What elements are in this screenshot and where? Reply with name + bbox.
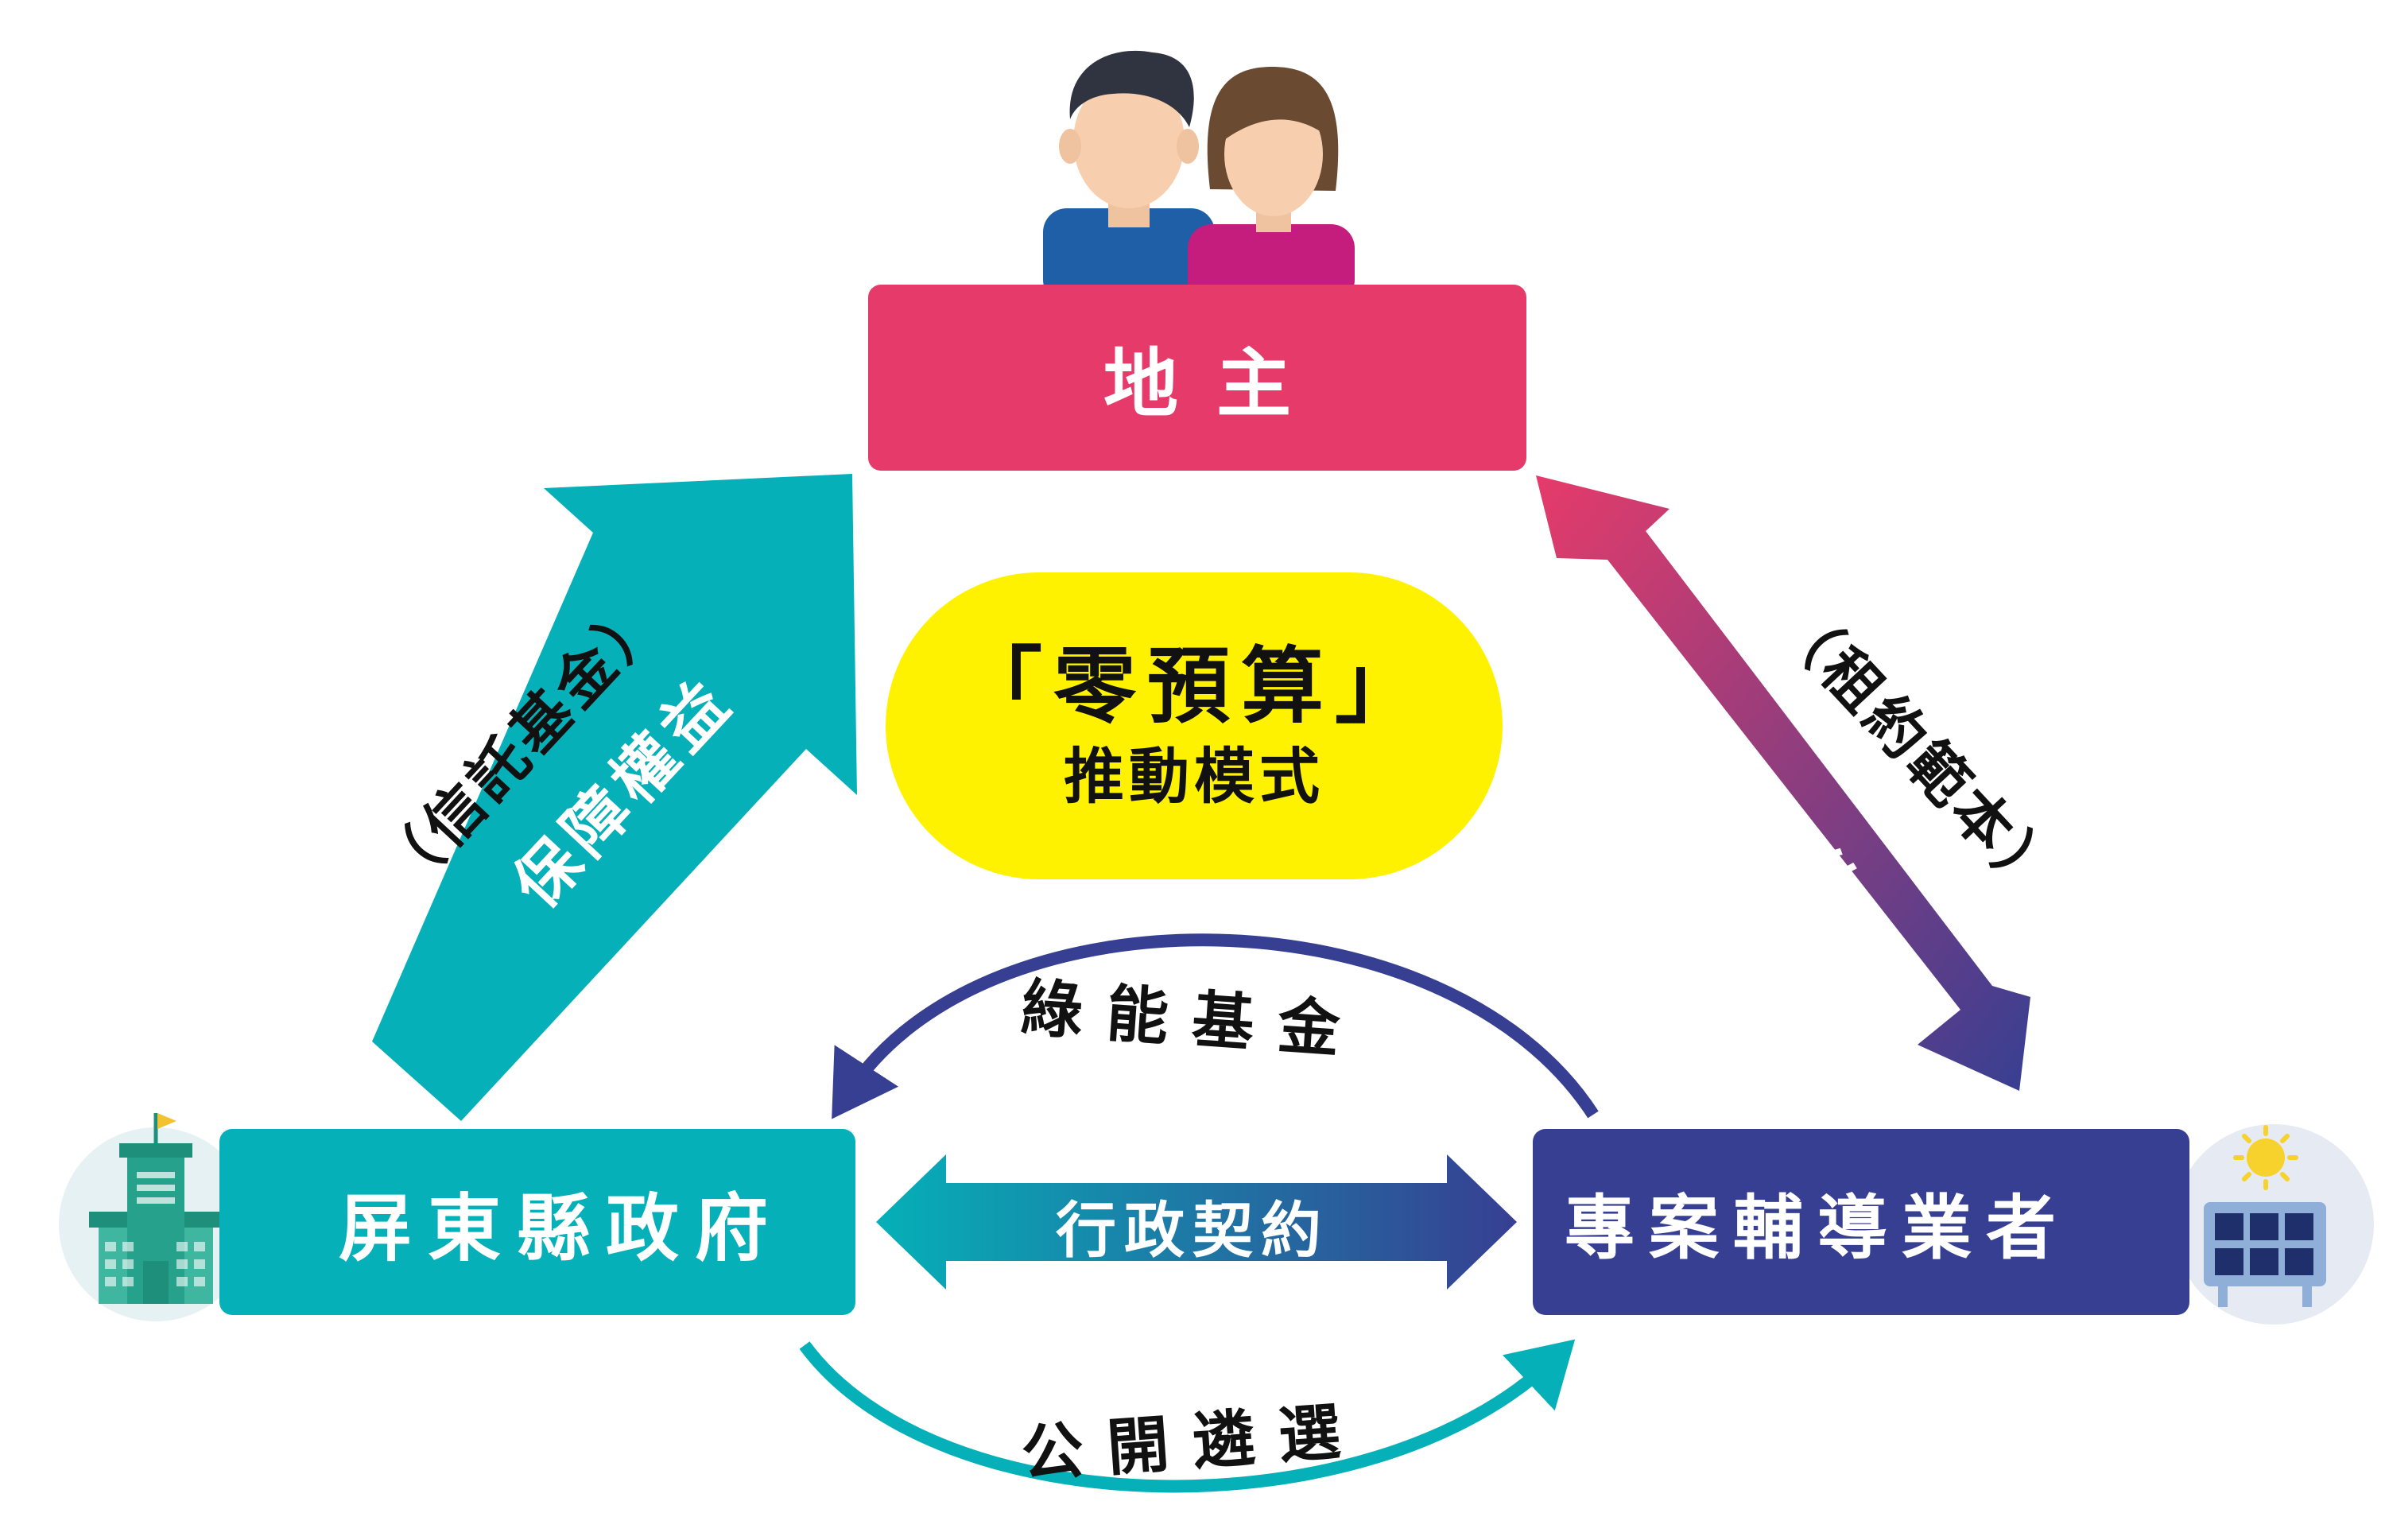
landlord-label: 地主 [1103,341,1329,428]
landlord-box: 地主 [868,285,1526,471]
government-building-icon [59,1113,253,1321]
developer-box: 專案輔導業者 [1533,1129,2189,1315]
government-box: 屏東縣政府 [219,1129,855,1315]
government-label: 屏東縣政府 [338,1185,784,1271]
green-fund-arrow [832,933,1599,1119]
couple-icon [1043,50,1355,304]
admin-contract-arrow [876,1154,1517,1290]
center-subtitle: 推動模式 [1064,741,1324,813]
admin-contract-label: 行政契約 [1056,1195,1329,1266]
public-tender-arrow [799,1339,1576,1493]
solar-panel-icon [2174,1124,2374,1325]
landlord-developer-arrow [1536,475,2030,1091]
center-title: 「零預算」 [959,637,1429,735]
center-oval: 「零預算」 推動模式 [886,572,1503,879]
developer-label: 專案輔導業者 [1564,1186,2070,1269]
gov-to-landlord-arrow [372,474,857,1121]
